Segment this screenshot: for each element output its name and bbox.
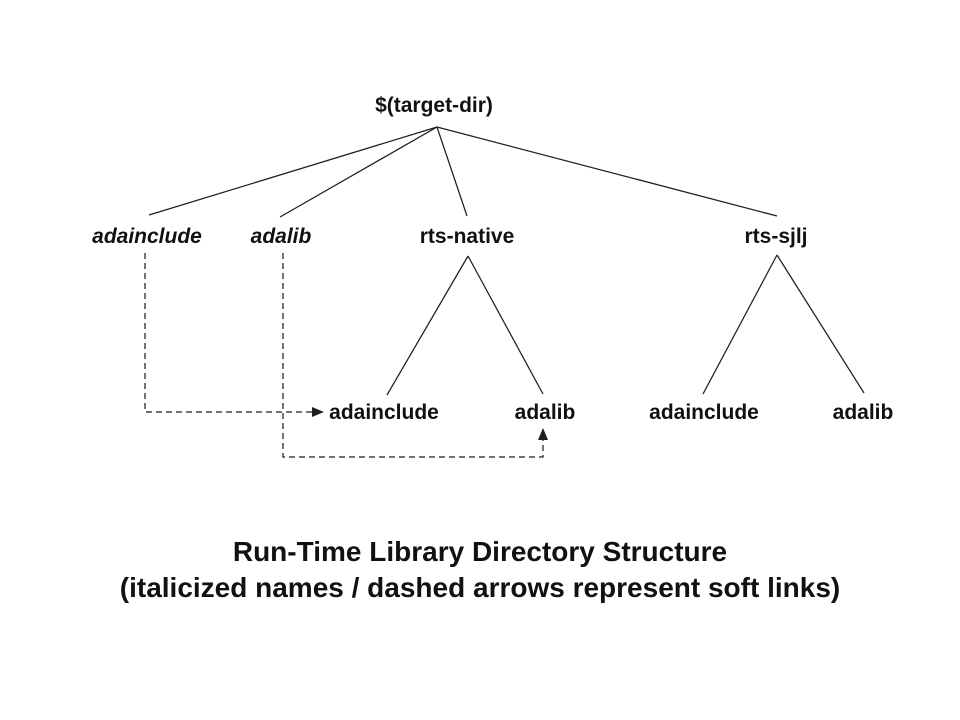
edge-rts-sjlj-to-adalib: [776, 254, 865, 394]
edge-rts-native-to-adalib: [467, 255, 544, 395]
edge-root-to-adainclude-link: [148, 126, 438, 216]
softlink-arrowhead-up-icon: [538, 428, 548, 440]
edge-root-to-rts-sjlj: [436, 126, 778, 217]
softlink-arrowhead-right-icon: [312, 407, 324, 417]
softlink-path-adainclude: [144, 253, 313, 413]
node-rts-sjlj-adalib: adalib: [832, 401, 894, 424]
node-rts-sjlj: rts-sjlj: [744, 225, 808, 248]
edge-root-to-rts-native: [436, 126, 468, 217]
edge-root-to-adalib-link: [279, 126, 438, 218]
node-adalib-softlink: adalib: [250, 225, 312, 248]
node-adainclude-softlink: adainclude: [92, 225, 202, 248]
edge-rts-sjlj-to-adainclude: [702, 254, 778, 395]
softlink-path-adalib: [282, 253, 544, 458]
diagram-caption: Run-Time Library Directory Structure (it…: [0, 534, 960, 606]
caption-title: Run-Time Library Directory Structure: [232, 536, 728, 567]
node-rts-native-adalib: adalib: [514, 401, 576, 424]
edge-rts-native-to-adainclude: [386, 255, 469, 396]
node-rts-native-adainclude: adainclude: [329, 401, 439, 424]
node-rts-sjlj-adainclude: adainclude: [649, 401, 759, 424]
node-rts-native: rts-native: [419, 225, 515, 248]
caption-subtitle: (italicized names / dashed arrows repres…: [119, 572, 841, 603]
node-target-dir: $(target-dir): [375, 94, 493, 117]
